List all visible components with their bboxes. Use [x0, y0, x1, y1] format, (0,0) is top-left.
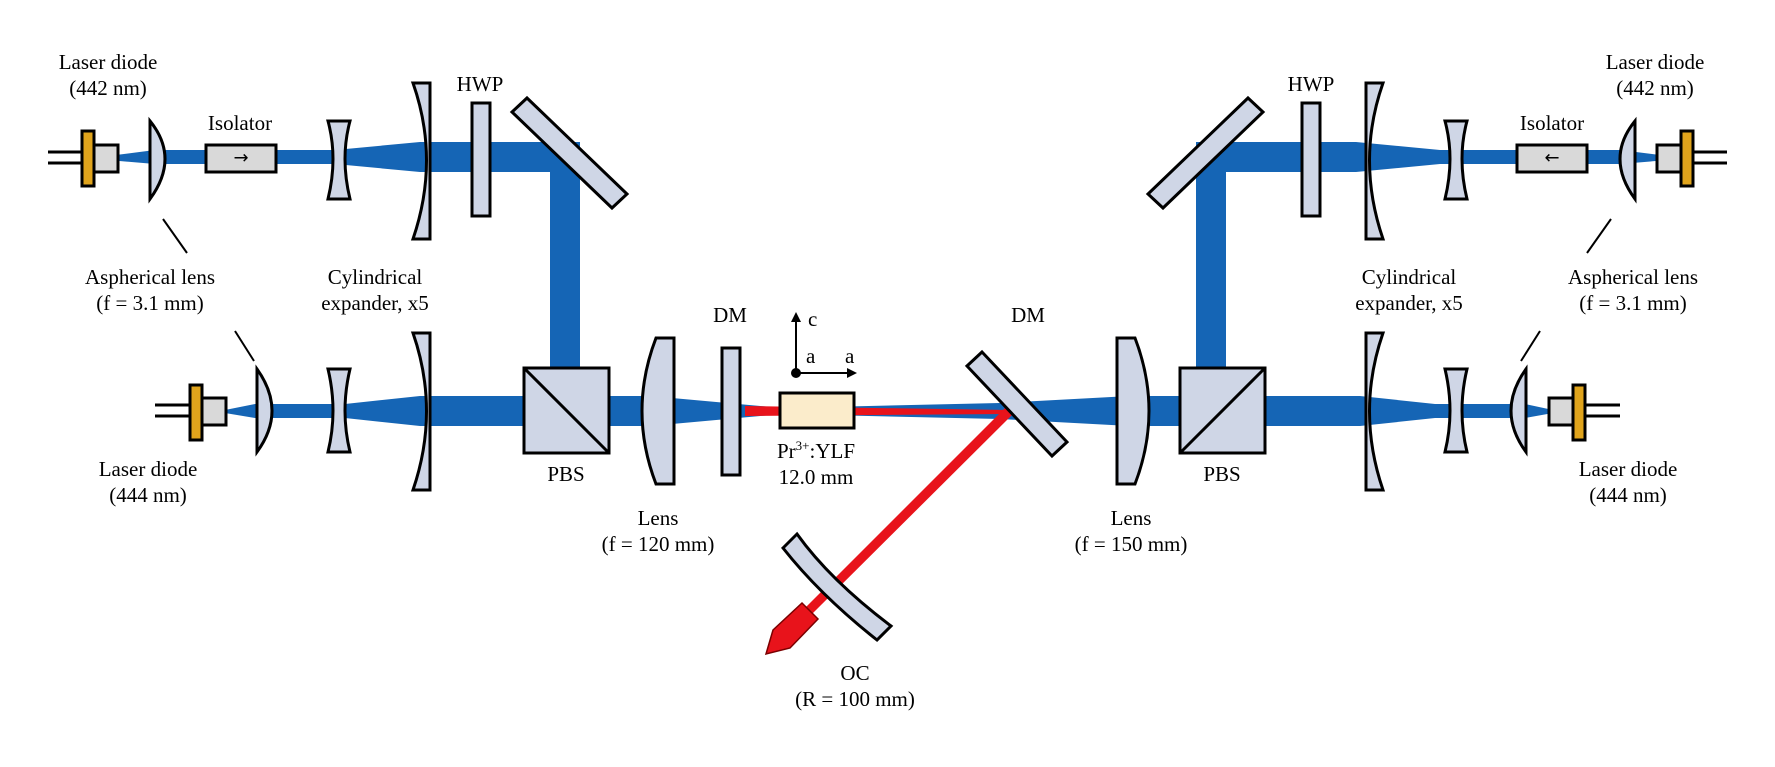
laser-diode-top-left — [48, 129, 120, 188]
label-isolator-left: Isolator — [207, 111, 273, 135]
label-dm-right: DM — [1011, 303, 1045, 327]
focusing-lens-left — [640, 336, 676, 486]
beam-tl-diode — [108, 150, 155, 164]
beam-tr-expanding — [1356, 142, 1440, 172]
laser-diode-top-right — [1655, 129, 1727, 188]
beam-bl-collimated — [255, 404, 345, 418]
cylindrical-lens-top-left — [410, 81, 432, 241]
pbs-right — [1178, 366, 1267, 455]
concave-lens-top-right — [1443, 119, 1469, 201]
leader-asph-bottom-right — [1520, 330, 1541, 362]
cylindrical-lens-top-right — [1364, 81, 1386, 241]
beam-bl-expanding — [345, 396, 420, 426]
beam-br-diode — [1525, 404, 1553, 418]
axis-label-a-right: a — [845, 344, 855, 368]
concave-lens-top-left — [326, 119, 352, 201]
beam-bl-diode — [225, 404, 255, 418]
hwp-right — [1300, 101, 1322, 218]
isolator-arrow-left: → — [233, 147, 249, 169]
label-crystal: Pr3+:YLF 12.0 mm — [776, 438, 856, 489]
aspherical-lens-bottom-left — [255, 364, 274, 457]
label-hwp-left: HWP — [456, 72, 504, 96]
beam-br-expanding — [1360, 396, 1435, 426]
focusing-lens-right — [1115, 336, 1151, 486]
beam-l-vertical — [550, 142, 580, 370]
isolator-right — [1515, 143, 1589, 174]
label-output-coupler: OC(R = 100 mm) — [795, 661, 915, 711]
leader-asph-top-right — [1586, 218, 1612, 254]
label-isolator-right: Isolator — [1519, 111, 1585, 135]
laser-diode-bottom-right — [1547, 383, 1620, 442]
laser-output-arrow — [764, 601, 820, 656]
axis-label-a-origin: a — [806, 344, 816, 368]
label-hwp-right: HWP — [1287, 72, 1335, 96]
label-laser-diode-bottom-left: Laser diode(444 nm) — [98, 457, 198, 507]
cylindrical-lens-bottom-right — [1364, 331, 1386, 492]
label-lens-left: Lens(f = 120 mm) — [601, 506, 715, 556]
mirror-right — [1145, 95, 1266, 211]
leader-asph-bottom-left — [234, 330, 255, 362]
concave-lens-bottom-left — [326, 367, 352, 454]
axis-label-c: c — [808, 307, 818, 331]
label-laser-diode-top-right: Laser diode(442 nm) — [1605, 50, 1705, 100]
label-pbs-left: PBS — [547, 462, 585, 486]
pr-ylf-crystal — [778, 391, 856, 430]
aspherical-lens-top-left — [148, 116, 167, 204]
beam-r-vertical — [1196, 142, 1226, 370]
laser-diode-bottom-left — [155, 383, 228, 442]
laser-beam-diagonal — [805, 408, 1012, 614]
isolator-left — [204, 143, 278, 174]
beam-l-focusing — [650, 396, 782, 426]
dm-right — [964, 349, 1070, 459]
aspherical-lens-bottom-right — [1509, 364, 1528, 457]
crystal-axes — [791, 312, 857, 378]
cylindrical-lens-bottom-left — [410, 331, 432, 492]
label-aspherical-lens-right: Aspherical lens(f = 3.1 mm) — [1567, 265, 1699, 315]
label-lens-right: Lens(f = 150 mm) — [1074, 506, 1188, 556]
dm-left — [720, 346, 742, 477]
output-coupler-mirror — [780, 531, 894, 643]
leader-lines — [162, 218, 1612, 362]
label-laser-diode-top-left: Laser diode(442 nm) — [58, 50, 158, 100]
label-dm-left: DM — [713, 303, 747, 327]
isolator-arrow-right: ← — [1544, 147, 1560, 169]
beam-tr-wide — [1226, 142, 1356, 172]
label-pbs-right: PBS — [1203, 462, 1241, 486]
beam-tl-expanding — [335, 142, 420, 172]
mirror-left — [509, 95, 630, 211]
hwp-left — [470, 101, 492, 218]
leader-asph-top-left — [162, 218, 188, 254]
pbs-left — [522, 366, 611, 455]
aspherical-lens-top-right — [1618, 116, 1637, 204]
label-laser-diode-bottom-right: Laser diode(444 nm) — [1578, 457, 1678, 507]
concave-lens-bottom-right — [1443, 367, 1469, 454]
label-aspherical-lens-left: Aspherical lens(f = 3.1 mm) — [84, 265, 216, 315]
